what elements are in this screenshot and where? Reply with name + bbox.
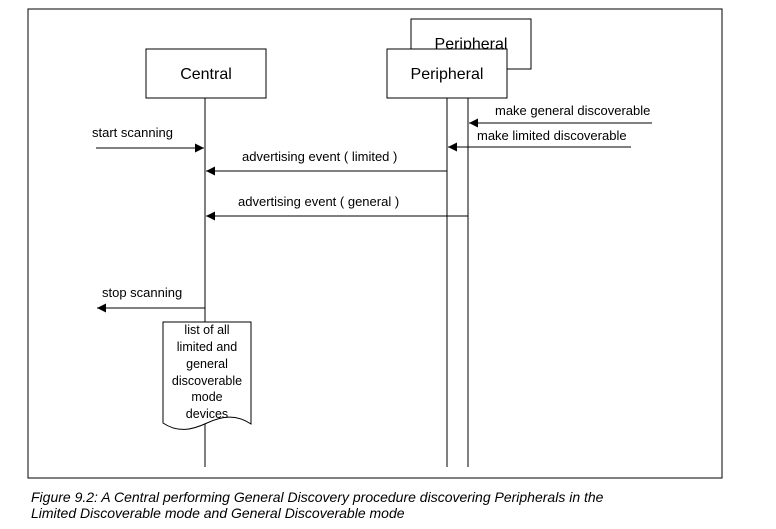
- central-box: Central: [145, 48, 267, 99]
- note-line: mode: [191, 390, 222, 404]
- adv-limited-label: advertising event ( limited ): [242, 149, 397, 164]
- note-line: general: [186, 357, 228, 371]
- note-line: list of all: [184, 323, 229, 337]
- device-list-note: list of all limited and general discover…: [162, 321, 252, 430]
- caption-line-1: Figure 9.2: A Central performing General…: [31, 489, 604, 505]
- caption-line-2: Limited Discoverable mode and General Di…: [31, 505, 405, 521]
- adv-general-label: advertising event ( general ): [238, 194, 399, 209]
- make-general-label: make general discoverable: [495, 103, 650, 118]
- peripheral-front-label: Peripheral: [411, 66, 484, 83]
- note-line: limited and: [177, 340, 237, 354]
- figure-caption: Figure 9.2: A Central performing General…: [31, 489, 761, 521]
- note-line: devices: [186, 407, 228, 421]
- stop-scanning-label: stop scanning: [102, 285, 182, 300]
- diagram-border: [27, 8, 723, 479]
- peripheral-front-box: Peripheral: [386, 48, 508, 99]
- central-label: Central: [180, 66, 232, 83]
- note-line: discoverable: [172, 374, 242, 388]
- start-scanning-label: start scanning: [92, 125, 173, 140]
- make-limited-label: make limited discoverable: [477, 128, 627, 143]
